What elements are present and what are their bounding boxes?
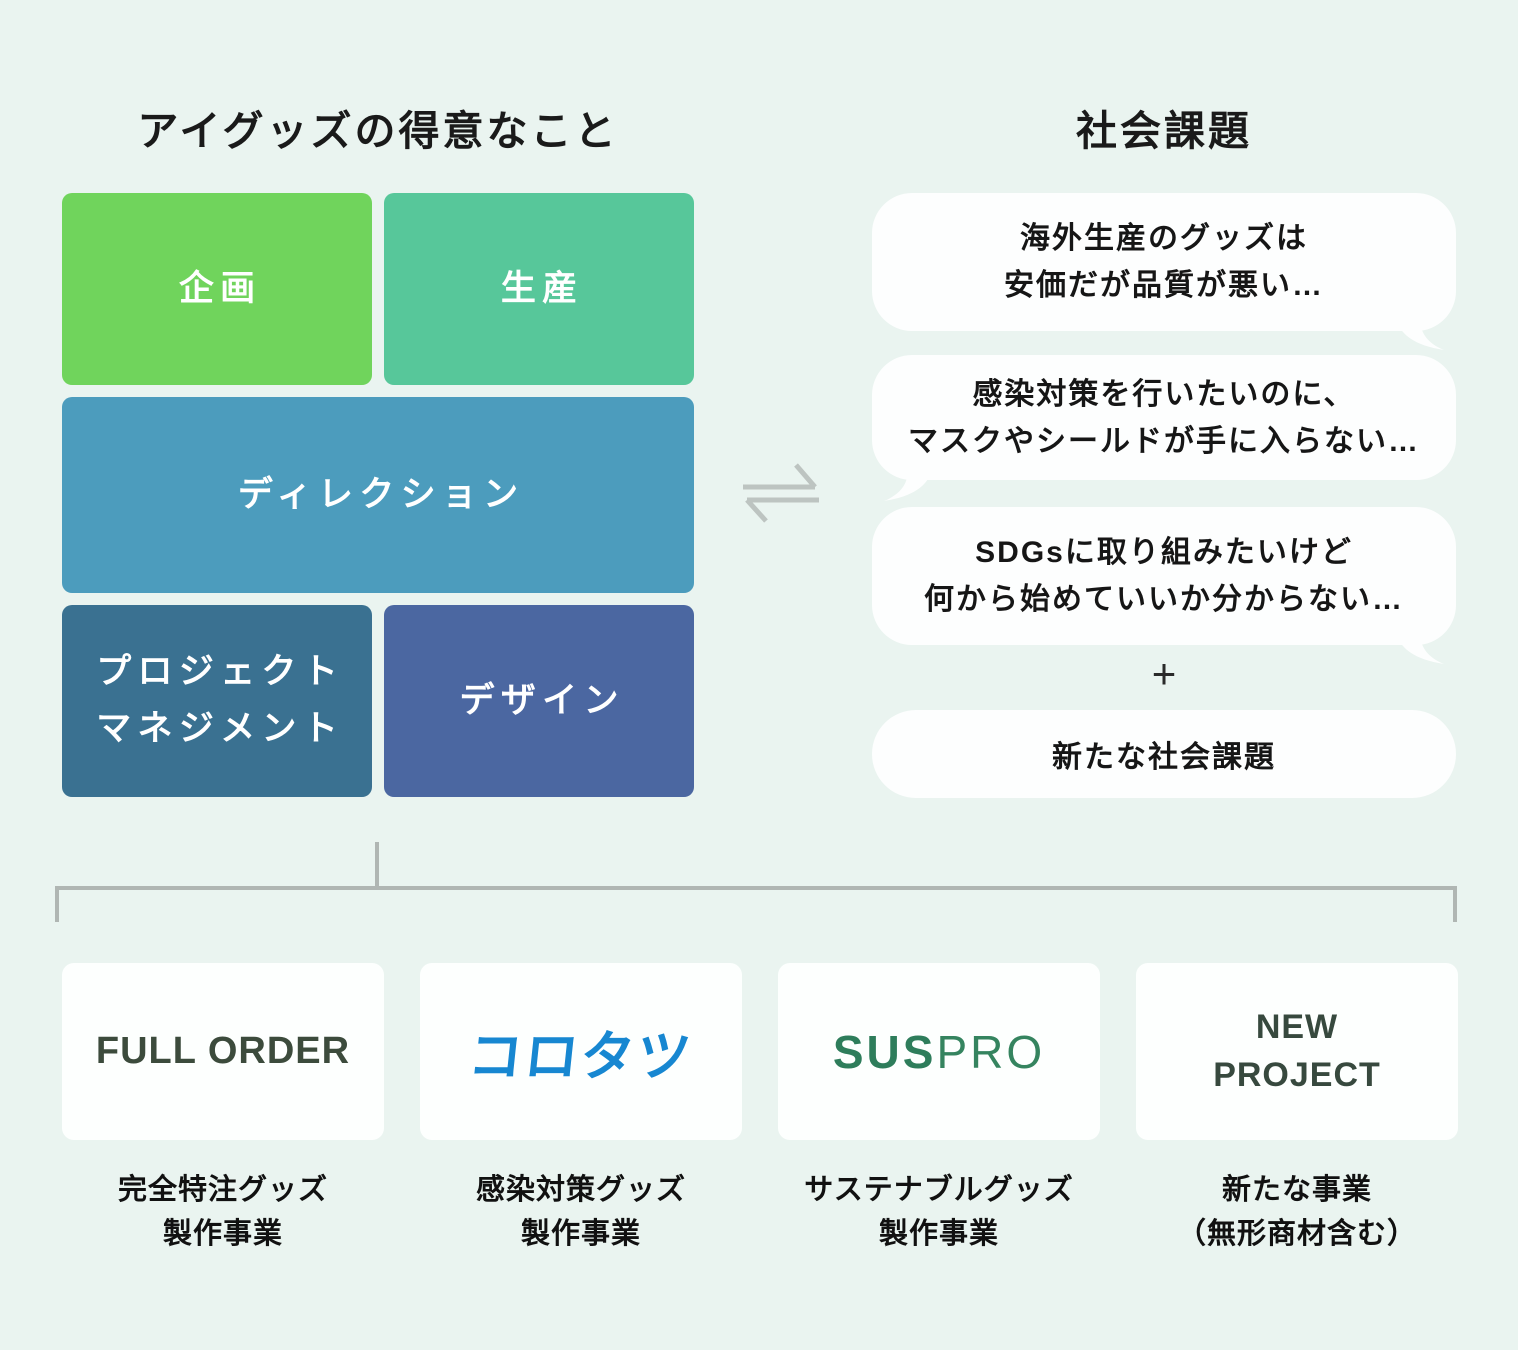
bubble-tail-icon xyxy=(1396,633,1444,664)
full-order-logo: FULL ORDER xyxy=(95,1030,351,1072)
caption-suspro-line2: 製作事業 xyxy=(878,1218,999,1250)
issue-bubble-1-line2: 安価だが品質が悪い… xyxy=(1004,269,1324,302)
capability-label-design: デザイン xyxy=(459,680,625,720)
plus-sign: + xyxy=(1151,650,1177,697)
business-card-korotatsu: コロタツ xyxy=(420,963,742,1140)
issue-bubble-3-line2: 何から始めていいか分からない… xyxy=(924,583,1404,616)
caption-suspro: サステナブルグッズ 製作事業 xyxy=(778,1168,1100,1256)
bracket-left-tick xyxy=(55,886,59,922)
caption-full-order-line1: 完全特注グッズ xyxy=(117,1174,328,1206)
issue-bubble-overseas-quality: 海外生産のグッズは 安価だが品質が悪い… xyxy=(872,193,1456,350)
caption-new-project: 新たな事業 （無形商材含む） xyxy=(1136,1168,1458,1256)
left-section-title: アイグッズの得意なこと xyxy=(137,108,619,154)
caption-korotatsu: 感染対策グッズ 製作事業 xyxy=(420,1168,742,1256)
business-card-full-order: FULL ORDER xyxy=(62,963,384,1140)
capability-box-direction: ディレクション xyxy=(62,397,694,593)
capability-label-production: 生産 xyxy=(500,268,584,308)
suspro-logo-bold-part: SUS xyxy=(832,1025,937,1078)
capability-box-project-management: プロジェクト マネジメント xyxy=(62,605,372,797)
issue-bubble-2-line2: マスクやシールドが手に入らない… xyxy=(908,424,1420,458)
caption-korotatsu-line1: 感染対策グッズ xyxy=(475,1174,686,1206)
new-project-logo-line2: PROJECT xyxy=(1213,1055,1381,1094)
suspro-logo-thin-part: PRO xyxy=(936,1025,1046,1078)
caption-new-project-line2: （無形商材含む） xyxy=(1176,1218,1417,1250)
new-social-issue-pill: 新たな社会課題 xyxy=(872,710,1456,798)
caption-new-project-line1: 新たな事業 xyxy=(1221,1174,1372,1206)
capability-label-pm-line1: プロジェクト xyxy=(96,652,345,692)
caption-suspro-line1: サステナブルグッズ xyxy=(804,1174,1074,1206)
issue-bubble-3-line1: SDGsに取り組みたいけど xyxy=(975,536,1353,569)
suspro-logo: SUSPRO xyxy=(833,1025,1045,1079)
new-project-logo-line1: NEW xyxy=(1255,1007,1339,1046)
capability-label-plan: 企画 xyxy=(178,268,262,308)
issue-bubble-sdgs: SDGsに取り組みたいけど 何から始めていいか分からない… xyxy=(872,507,1456,664)
caption-korotatsu-line2: 製作事業 xyxy=(520,1218,641,1250)
capability-label-pm-line2: マネジメント xyxy=(96,709,345,748)
caption-full-order-line2: 製作事業 xyxy=(162,1218,283,1250)
korotatsu-logo: コロタツ xyxy=(465,1027,696,1087)
caption-full-order: 完全特注グッズ 製作事業 xyxy=(62,1168,384,1256)
business-card-new-project: NEW PROJECT xyxy=(1136,963,1458,1140)
capability-label-direction: ディレクション xyxy=(237,474,525,514)
issue-bubble-infection-supplies: 感染対策を行いたいのに、 マスクやシールドが手に入らない… xyxy=(872,355,1456,501)
capability-box-production: 生産 xyxy=(384,193,694,385)
bracket-horizontal-line xyxy=(55,886,1457,890)
equilibrium-arrows-icon xyxy=(743,463,819,523)
bracket-right-tick xyxy=(1453,886,1457,922)
issue-bubble-1-line1: 海外生産のグッズは xyxy=(1020,222,1308,255)
right-section-title: 社会課題 xyxy=(1076,108,1252,154)
capability-box-design: デザイン xyxy=(384,605,694,797)
capability-box-plan: 企画 xyxy=(62,193,372,385)
issue-bubble-2-line1: 感染対策を行いたいのに、 xyxy=(972,377,1356,411)
bubble-tail-icon xyxy=(884,470,932,501)
bubble-tail-icon xyxy=(1396,319,1444,350)
business-card-suspro: SUSPRO xyxy=(778,963,1100,1140)
new-project-logo: NEW PROJECT xyxy=(1213,1004,1381,1099)
bracket-stem-line xyxy=(375,842,379,890)
